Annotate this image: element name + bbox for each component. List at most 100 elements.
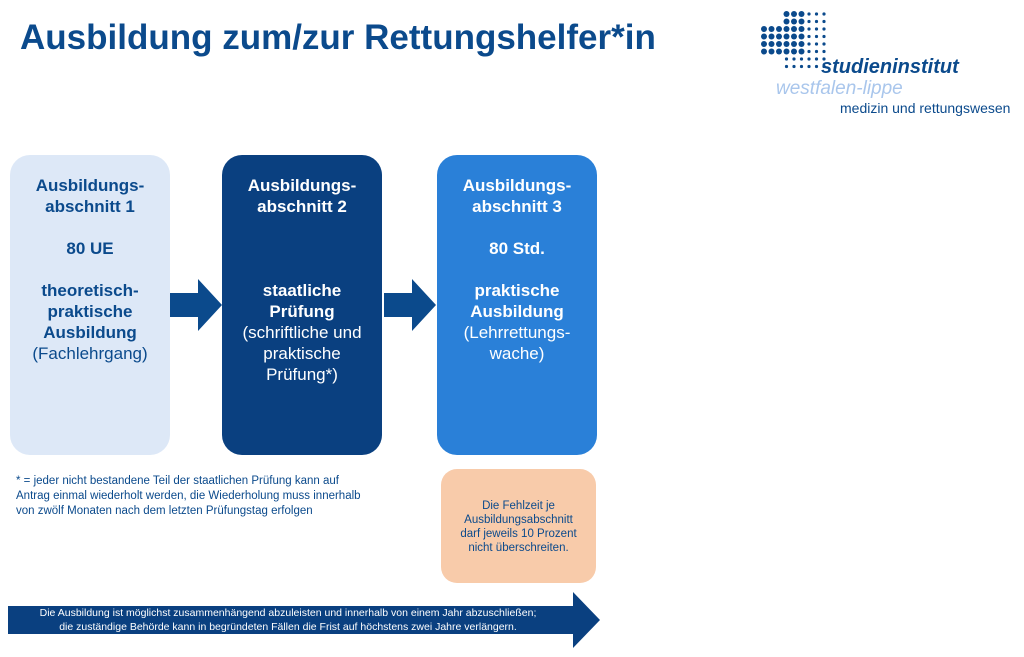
section-desc: praktische [47,302,133,321]
logo-dot [807,57,811,61]
section-desc: (Lehrrettungs- [463,323,571,342]
footnote-line: * = jeder nicht bestandene Teil der staa… [16,475,339,487]
logo-subtitle: medizin und rettungswesen [840,100,1011,116]
logo-dot [783,18,790,25]
logo-dot [807,34,811,39]
timeline-text: Die Ausbildung ist möglichst zusammenhän… [8,606,568,634]
section-heading: abschnitt 3 [472,197,562,216]
section-desc: theoretisch- [41,281,139,300]
arrow-right-icon [384,279,436,331]
logo-dot [784,64,789,69]
section-desc: wache) [489,344,545,363]
logo-dot [807,64,811,69]
section-heading: Ausbildungs- [462,176,572,195]
footnote-line: von zwölf Monaten nach dem letzten Prüfu… [16,505,313,517]
logo-dot [822,64,826,69]
logo-dot [798,41,805,47]
logo-dot [791,18,797,25]
section-3-box: Ausbildungs- abschnitt 3 80 Std. praktis… [437,155,597,455]
logo-dot [783,33,790,40]
logo-dot [783,48,790,55]
logo-dot [776,26,782,32]
logo-dot [814,64,819,69]
logo-dot [799,57,804,61]
logo-dot [807,19,811,24]
logo-dot [822,34,826,39]
logo-dot [791,26,797,32]
logo-dot [814,12,819,16]
logo-dot [807,42,811,46]
logo: studieninstitut westfalen-lippe medizin … [758,8,1018,118]
section-heading: Ausbildungs- [247,176,357,195]
logo-dot [776,33,782,40]
absence-line: Die Fehlzeit je [482,500,555,512]
logo-dot [791,48,797,55]
section-hours: 80 UE [66,239,114,258]
logo-dot [822,12,826,16]
logo-dot [798,48,805,55]
logo-dot [761,33,767,40]
logo-dot [822,27,826,31]
absence-line: nicht überschreiten. [468,542,569,554]
logo-dot [799,64,804,69]
logo-dot [776,41,782,47]
absence-note: Die Fehlzeit je Ausbildungsabschnitt dar… [441,469,596,583]
logo-dots-icon [761,11,826,69]
logo-dot [814,34,819,39]
section-desc: staatliche [262,281,342,300]
footnote: * = jeder nicht bestandene Teil der staa… [16,474,416,519]
logo-dot [783,41,790,47]
section-heading: abschnitt 2 [257,197,347,216]
logo-dot [791,33,797,40]
logo-dot [798,11,805,17]
timeline-line: die zuständige Behörde kann in begründet… [59,621,517,633]
logo-dot [814,49,819,54]
logo-dot [784,57,789,61]
section-2-box: Ausbildungs- abschnitt 2 staatliche Prüf… [222,155,382,455]
section-heading: abschnitt 1 [45,197,135,216]
section-hours: 80 Std. [489,239,545,258]
logo-dot [768,33,775,40]
footnote-line: Antrag einmal wiederholt werden, die Wie… [16,490,361,502]
arrow-right-icon [170,279,222,331]
logo-dot [807,49,811,54]
logo-dot [798,18,805,25]
section-heading: Ausbildungs- [35,176,145,195]
logo-dot [798,33,805,40]
page-title: Ausbildung zum/zur Rettungshelfer*in [20,18,656,57]
logo-dot [761,41,767,47]
logo-region: westfalen-lippe [776,78,903,99]
logo-dot [822,57,826,61]
logo-dot [791,41,797,47]
absence-line: darf jeweils 10 Prozent [460,528,577,540]
logo-dot [798,26,805,32]
logo-dot [822,49,826,54]
logo-dot [783,11,790,17]
logo-dot [791,11,797,17]
logo-dot [814,57,819,61]
logo-dot [761,26,767,32]
logo-dot [768,26,775,32]
logo-dot [814,42,819,46]
logo-dot [768,48,775,55]
section-desc: (Fachlehrgang) [32,344,148,363]
logo-dot [814,19,819,24]
logo-name: studieninstitut [821,56,959,78]
timeline-line: Die Ausbildung ist möglichst zusammenhän… [39,607,537,619]
logo-dot [761,48,767,55]
logo-dot [768,41,775,47]
logo-dot [783,26,790,32]
section-desc: Ausbildung [43,323,137,342]
section-1-box: Ausbildungs- abschnitt 1 80 UE theoretis… [10,155,170,455]
logo-dot [792,57,796,61]
logo-dot [807,27,811,31]
section-desc: (schriftliche und [242,323,362,342]
section-desc: praktische [263,344,341,363]
section-desc: Ausbildung [470,302,564,321]
logo-dot [814,27,819,31]
section-desc: Prüfung*) [266,365,338,384]
logo-dot [822,42,826,46]
logo-dot [807,12,811,16]
logo-dot [776,48,782,55]
timeline-arrow-icon [8,592,600,648]
